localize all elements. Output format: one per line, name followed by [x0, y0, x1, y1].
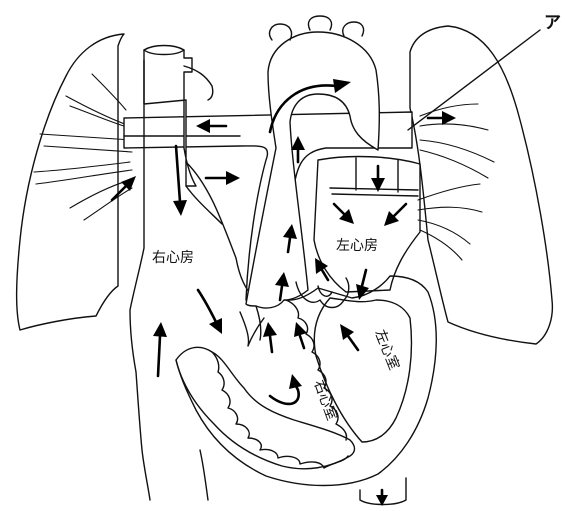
flow-arrow [315, 258, 328, 280]
pointer-label-a: ア [544, 13, 561, 33]
pointer-line-a [408, 30, 540, 130]
flow-arrow [356, 270, 369, 300]
left-pulmonary-veins [418, 104, 494, 260]
flow-arrow [206, 171, 240, 185]
flow-arrow [270, 374, 302, 404]
flow-arrow [153, 322, 167, 376]
flow-arrow [428, 111, 456, 125]
tricuspid-valve [240, 306, 264, 346]
right-lung [17, 34, 124, 330]
flow-arrow [376, 490, 388, 506]
flow-arrow [334, 204, 354, 224]
right-ventricle-label: 右心室 [310, 378, 340, 423]
flow-arrow [371, 166, 385, 192]
left-atrium-band [330, 158, 418, 196]
flow-arrow [294, 322, 307, 348]
inferior-vena-cava [200, 450, 208, 500]
left-atrium-body [314, 157, 420, 292]
flow-arrow [263, 322, 277, 352]
left-atrium-label: 左心房 [336, 238, 378, 254]
flow-arrow [384, 204, 406, 226]
left-ventricle-label: 左心室 [371, 327, 402, 372]
superior-vena-cava [144, 46, 196, 187]
right-atrium-label: 右心房 [152, 250, 194, 266]
flow-arrow [198, 290, 222, 334]
flow-arrow [340, 324, 358, 350]
